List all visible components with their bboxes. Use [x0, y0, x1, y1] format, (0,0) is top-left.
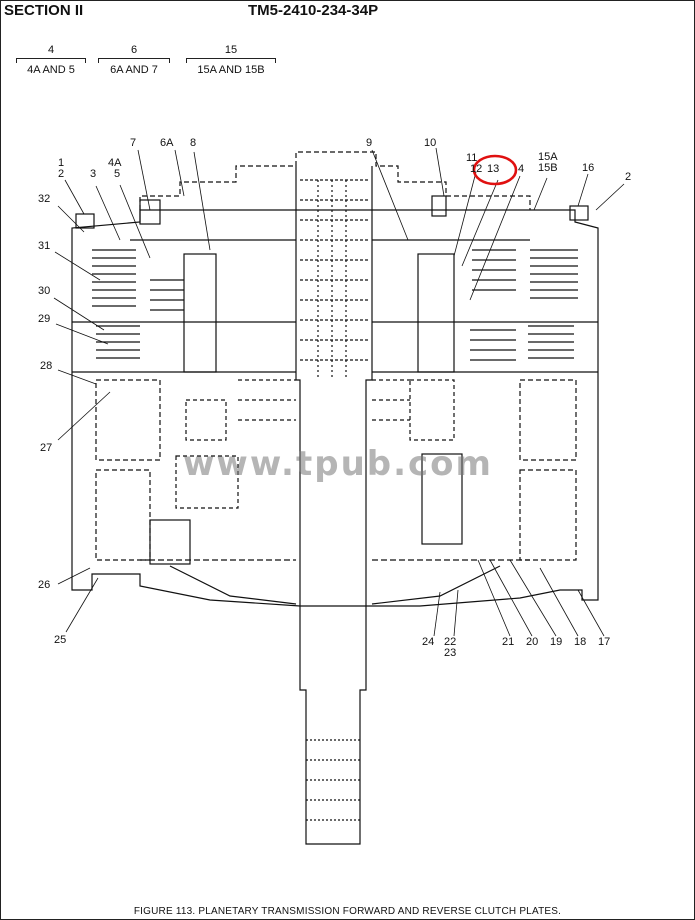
callout-25: 25 [54, 634, 67, 646]
callout-28: 28 [40, 360, 53, 372]
shaft-spline [306, 739, 360, 821]
group-label: 4A AND 5 [27, 64, 75, 76]
group-bracket [186, 58, 276, 63]
right-bolt [569, 205, 589, 221]
housing-top-cover [139, 151, 531, 210]
group-number: 6 [130, 44, 138, 56]
document-number: TM5-2410-234-34P [248, 2, 379, 19]
callout-30: 30 [38, 285, 51, 297]
callout-15a: 15A [538, 151, 558, 163]
main-shaft [295, 166, 373, 845]
group-label: 6A AND 7 [110, 64, 158, 76]
leader-lines [53, 147, 625, 637]
right-planet-pin [417, 253, 455, 373]
callout-17: 17 [598, 636, 611, 648]
callout-1: 1 [58, 157, 65, 169]
callout-22: 22 [444, 636, 457, 648]
callout-8: 8 [190, 137, 197, 149]
callout-19: 19 [550, 636, 563, 648]
lower-housing-cone [169, 565, 501, 605]
callout-4a: 4A [108, 157, 122, 169]
callout-20: 20 [526, 636, 539, 648]
right-clutch-pack [470, 249, 578, 361]
group-bracket [98, 58, 170, 63]
callout-32: 32 [38, 193, 51, 205]
callout-21: 21 [502, 636, 515, 648]
callout-26: 26 [38, 579, 51, 591]
left-bolt [75, 213, 95, 229]
group-6: 6 6A AND 7 [98, 44, 170, 76]
callout-31: 31 [38, 240, 51, 252]
group-number: 4 [47, 44, 55, 56]
watermark: www.tpub.com [183, 444, 493, 484]
highlight-circle [472, 154, 518, 186]
callout-24: 24 [422, 636, 435, 648]
callout-3: 3 [90, 168, 97, 180]
callout-23: 23 [444, 647, 457, 659]
callout-2-right: 2 [625, 171, 632, 183]
callout-16: 16 [582, 162, 595, 174]
callout-9: 9 [366, 137, 373, 149]
section-header: SECTION II [4, 2, 84, 19]
shaft-inner-lines [317, 180, 347, 380]
callout-4: 4 [518, 163, 525, 175]
callout-11: 11 [466, 152, 478, 164]
callout-27: 27 [40, 442, 53, 454]
callout-13: 13 [487, 163, 500, 175]
callout-18: 18 [574, 636, 587, 648]
left-clutch-pack [92, 249, 184, 359]
callout-15b: 15B [538, 162, 558, 174]
callout-10: 10 [424, 137, 437, 149]
callout-7: 7 [130, 137, 137, 149]
group-bracket [16, 58, 86, 63]
shaft-gear-upper [300, 179, 368, 361]
group-15: 15 15A AND 15B [186, 44, 276, 76]
group-label: 15A AND 15B [197, 64, 265, 76]
callout-5: 5 [114, 168, 121, 180]
housing-outline [71, 209, 599, 607]
figure-caption: FIGURE 113. PLANETARY TRANSMISSION FORWA… [133, 906, 562, 917]
group-number: 15 [224, 44, 238, 56]
callout-2: 2 [58, 168, 65, 180]
callout-29: 29 [38, 313, 51, 325]
callout-6a: 6A [160, 137, 174, 149]
callout-12: 12 [470, 163, 483, 175]
group-4: 4 4A AND 5 [16, 44, 86, 76]
left-planet-pin [183, 253, 217, 373]
